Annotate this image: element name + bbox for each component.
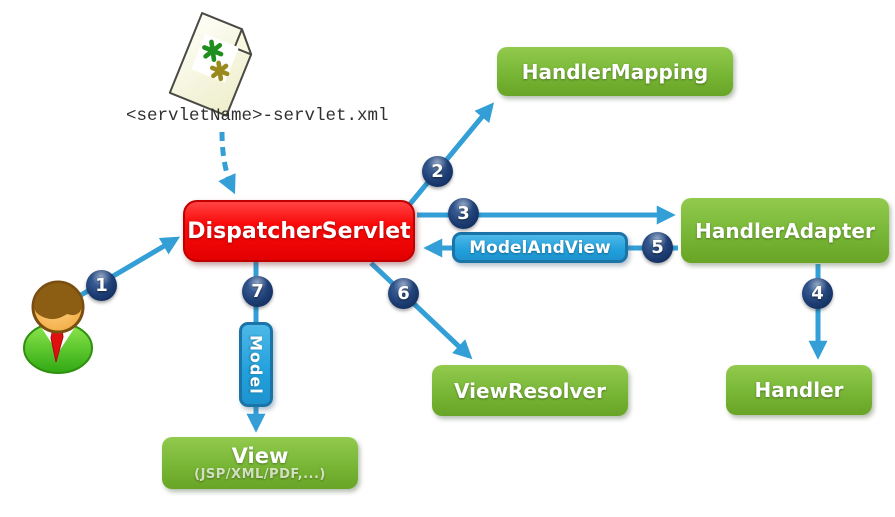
arrow-2-to-handler-mapping bbox=[408, 102, 495, 206]
node-label: View bbox=[231, 443, 289, 468]
step-badge-2: 2 bbox=[422, 156, 453, 187]
node-handler-adapter: HandlerAdapter bbox=[681, 198, 889, 263]
node-label: ViewResolver bbox=[454, 378, 606, 403]
node-model-and-view: ModelAndView bbox=[452, 232, 628, 263]
node-dispatcher-servlet: DispatcherServlet bbox=[183, 200, 415, 262]
step-badge-4: 4 bbox=[802, 278, 833, 309]
node-handler-mapping: HandlerMapping bbox=[497, 47, 733, 96]
user-icon bbox=[23, 280, 93, 374]
node-label: DispatcherServlet bbox=[187, 218, 411, 244]
node-view: View (JSP/XML/PDF,...) bbox=[162, 437, 358, 489]
node-model: Model bbox=[239, 322, 273, 407]
step-badge-3: 3 bbox=[448, 198, 479, 229]
xml-config-document-icon bbox=[168, 12, 253, 117]
step-badge-6: 6 bbox=[388, 278, 419, 309]
step-badge-1: 1 bbox=[86, 270, 117, 301]
step-badge-7: 7 bbox=[242, 276, 273, 307]
node-label: HandlerAdapter bbox=[695, 218, 875, 243]
node-handler: Handler bbox=[726, 365, 872, 415]
asterisk-green-icon bbox=[202, 39, 224, 63]
node-sublabel: (JSP/XML/PDF,...) bbox=[194, 466, 326, 482]
node-label: ModelAndView bbox=[469, 237, 611, 258]
arrow-config-to-dispatcher-dashed bbox=[218, 131, 236, 195]
step-badge-5: 5 bbox=[642, 232, 673, 263]
node-view-resolver: ViewResolver bbox=[432, 365, 628, 416]
config-file-label: <servletName>-servlet.xml bbox=[126, 106, 389, 126]
asterisk-olive-icon bbox=[209, 60, 230, 82]
node-label: HandlerMapping bbox=[521, 59, 709, 84]
arrow-6-to-view-resolver bbox=[369, 261, 473, 360]
node-label: Model bbox=[246, 334, 266, 395]
node-label: Handler bbox=[754, 378, 844, 402]
